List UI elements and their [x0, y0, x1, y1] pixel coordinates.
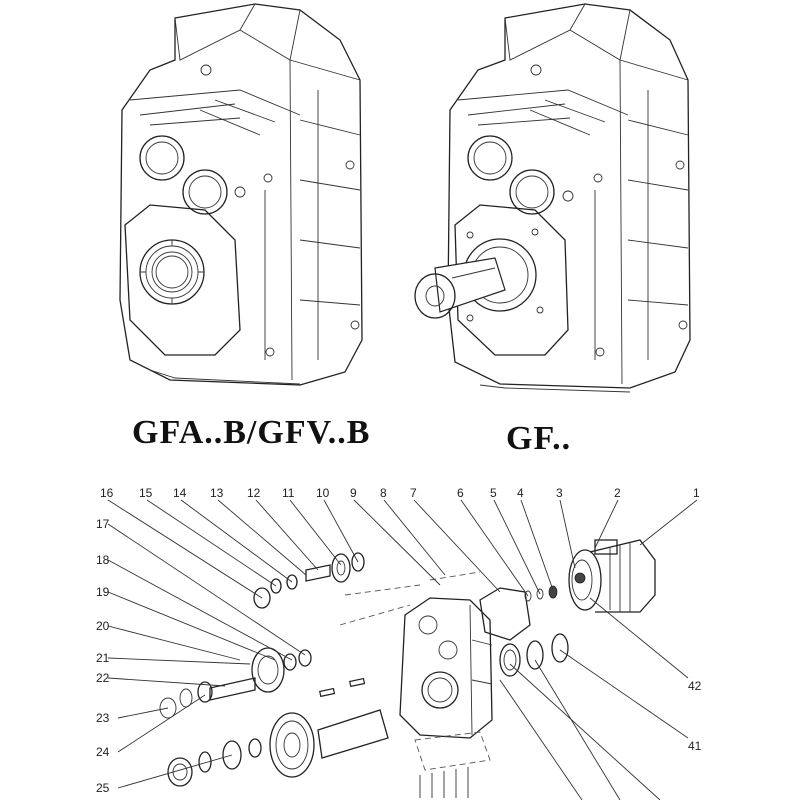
bolts-part [419, 767, 469, 798]
callout-4: 4 [517, 486, 524, 500]
callout-13: 13 [210, 486, 224, 500]
left-model-caption: GFA..B/GFV..B [132, 414, 371, 451]
right-model-caption: GF.. [506, 420, 572, 457]
callout-11: 11 [282, 486, 295, 500]
callout-42: 42 [688, 679, 702, 693]
exploded-view [159, 539, 656, 798]
callout-25: 25 [96, 781, 110, 795]
callout-24: 24 [96, 745, 110, 759]
pinion-shaft-part [253, 552, 365, 609]
left-gearbox-illustration [119, 3, 363, 386]
output-gear-part [167, 677, 389, 787]
cover-plate-part [479, 587, 531, 641]
callout-3: 3 [556, 486, 563, 500]
callout-10: 10 [316, 486, 330, 500]
callout-15: 15 [139, 486, 153, 500]
callout-19: 19 [96, 585, 110, 599]
callout-22: 22 [96, 671, 110, 685]
callout-7: 7 [410, 486, 417, 500]
right-gearbox-illustration [414, 3, 691, 393]
callout-9: 9 [350, 486, 357, 500]
callout-6: 6 [457, 486, 464, 500]
callout-16: 16 [100, 486, 114, 500]
callout-41: 41 [688, 739, 702, 753]
callout-numbers: 16 15 14 13 12 11 10 9 8 7 6 5 4 3 2 1 1… [96, 486, 702, 795]
callout-2: 2 [614, 486, 621, 500]
callout-23: 23 [96, 711, 110, 725]
callout-17: 17 [96, 517, 110, 531]
callout-12: 12 [247, 486, 261, 500]
part-4 [548, 585, 558, 599]
callout-1: 1 [693, 486, 700, 500]
motor-part [568, 539, 656, 613]
callout-20: 20 [96, 619, 110, 633]
leader-lines [107, 499, 698, 801]
callout-14: 14 [173, 486, 187, 500]
casing-part [399, 597, 493, 739]
callout-21: 21 [96, 651, 110, 665]
bearing-41 [499, 643, 521, 677]
callout-18: 18 [96, 553, 110, 567]
callout-8: 8 [380, 486, 387, 500]
callout-5: 5 [490, 486, 497, 500]
